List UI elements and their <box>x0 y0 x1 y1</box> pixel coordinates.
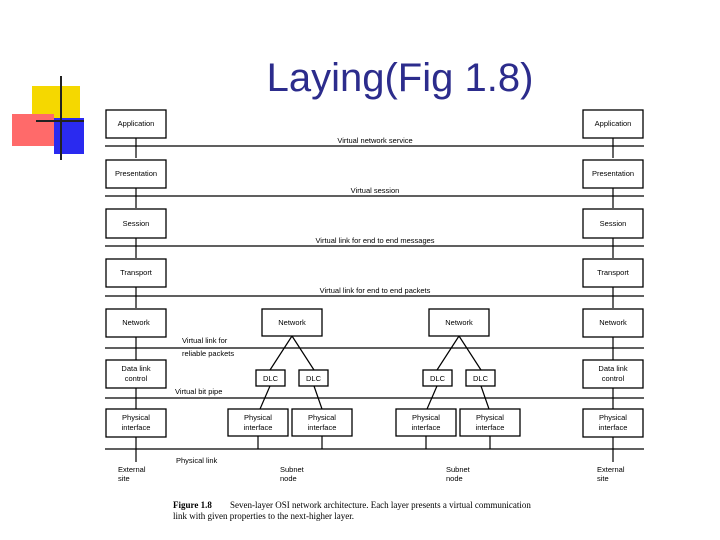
right-transport-label: Transport <box>597 268 630 277</box>
virtual-links <box>105 145 644 450</box>
label-session: Virtual session <box>351 186 400 195</box>
left-transport-box <box>105 258 167 288</box>
subnet2-phys-right-label-1: Physical <box>476 413 504 422</box>
subnet-node-2-links <box>425 335 491 449</box>
right-dlc-label-2: control <box>602 374 625 383</box>
label-reliable-1: Virtual link for <box>182 336 228 345</box>
subnet-node-2: Network DLC DLC Physical interface Physi… <box>395 308 521 437</box>
label-physical-link: Physical link <box>176 456 218 465</box>
left-network-box <box>105 308 167 338</box>
right-transport-box <box>582 258 644 288</box>
left-presentation-box <box>105 159 167 189</box>
left-dlc-label-2: control <box>125 374 148 383</box>
subnet2-phys-right-label-2: interface <box>476 423 505 432</box>
left-physical-label-1: Physical <box>122 413 150 422</box>
left-network-label: Network <box>122 318 150 327</box>
subnet2-dlc-left-label: DLC <box>430 374 446 383</box>
subnet-node-1-links <box>257 335 323 449</box>
deco-vertical-line <box>60 76 62 160</box>
subnet2-dlc-left-box <box>422 369 453 387</box>
subnet-node-1: Network DLC DLC Physical interface Physi… <box>227 308 353 437</box>
left-dlc-label-1: Data link <box>121 364 150 373</box>
slide-title: Laying(Fig 1.8) <box>266 56 534 100</box>
subnet2-phys-left-box <box>395 408 457 437</box>
right-physical-box <box>582 408 644 438</box>
right-session-box <box>582 208 644 239</box>
subnet1-phys-right-box <box>291 408 353 437</box>
right-application-label: Application <box>595 119 632 128</box>
right-external-label-2: site <box>597 474 609 483</box>
right-presentation-box <box>582 159 644 189</box>
subnet1-dlc-left-box <box>255 369 286 387</box>
left-external-label-2: site <box>118 474 130 483</box>
label-reliable-2: reliable packets <box>182 349 234 358</box>
right-network-box <box>582 308 644 338</box>
left-session-box <box>105 208 167 239</box>
subnet1-network-box <box>261 308 323 337</box>
left-external-label-1: External <box>118 465 146 474</box>
label-network-service: Virtual network service <box>337 136 412 145</box>
right-physical-label-1: Physical <box>599 413 627 422</box>
subnet2-network-box <box>428 308 490 337</box>
left-session-label: Session <box>123 219 150 228</box>
subnet2-node-label-1: Subnet <box>446 465 471 474</box>
right-dlc-label-1: Data link <box>598 364 627 373</box>
subnet1-dlc-left-label: DLC <box>263 374 279 383</box>
label-packets: Virtual link for end to end packets <box>320 286 431 295</box>
subnet2-network-label: Network <box>445 318 473 327</box>
subnet1-phys-right-label-2: interface <box>308 423 337 432</box>
left-dlc-box <box>105 359 167 389</box>
subnet1-dlc-right-box <box>298 369 329 387</box>
label-messages: Virtual link for end to end messages <box>315 236 434 245</box>
subnet2-dlc-right-label: DLC <box>473 374 489 383</box>
virtual-link-labels: Virtual network service Virtual session … <box>175 136 435 465</box>
right-site-stack: Application Presentation Session Transpo… <box>582 109 644 438</box>
subnet1-network-label: Network <box>278 318 306 327</box>
right-physical-label-2: interface <box>599 423 628 432</box>
left-site-stack: Application Presentation Session Transpo… <box>105 109 167 438</box>
left-application-box <box>105 109 167 139</box>
right-application-box <box>582 109 644 139</box>
deco-blue-block <box>54 118 84 154</box>
right-network-label: Network <box>599 318 627 327</box>
left-physical-label-2: interface <box>122 423 151 432</box>
right-dlc-box <box>582 359 644 389</box>
caption-label: Figure 1.8 <box>173 500 212 510</box>
figure-caption: Figure 1.8 Seven-layer OSI network archi… <box>173 500 531 521</box>
subnet2-node-label-2: node <box>446 474 463 483</box>
subnet2-phys-left-label-1: Physical <box>412 413 440 422</box>
caption-line-1: Seven-layer OSI network architecture. Ea… <box>230 500 531 510</box>
site-labels: External site Subnet node Subnet node Ex… <box>118 465 625 483</box>
subnet2-dlc-right-box <box>465 369 496 387</box>
deco-horizontal-line <box>36 120 84 122</box>
left-transport-label: Transport <box>120 268 153 277</box>
right-external-label-1: External <box>597 465 625 474</box>
left-physical-box <box>105 408 167 438</box>
right-session-label: Session <box>600 219 627 228</box>
subnet1-dlc-right-label: DLC <box>306 374 322 383</box>
subnet1-node-label-1: Subnet <box>280 465 305 474</box>
label-bit-pipe: Virtual bit pipe <box>175 387 222 396</box>
subnet2-phys-left-label-2: interface <box>412 423 441 432</box>
subnet1-phys-left-box <box>227 408 289 437</box>
subnet1-phys-right-label-1: Physical <box>308 413 336 422</box>
subnet2-phys-right-box <box>459 408 521 437</box>
subnet1-node-label-2: node <box>280 474 297 483</box>
subnet1-phys-left-label-1: Physical <box>244 413 272 422</box>
left-application-label: Application <box>118 119 155 128</box>
left-presentation-label: Presentation <box>115 169 157 178</box>
deco-red-block <box>12 114 54 146</box>
right-presentation-label: Presentation <box>592 169 634 178</box>
caption-line-2: link with given properties to the next-h… <box>173 511 354 521</box>
subnet1-phys-left-label-2: interface <box>244 423 273 432</box>
